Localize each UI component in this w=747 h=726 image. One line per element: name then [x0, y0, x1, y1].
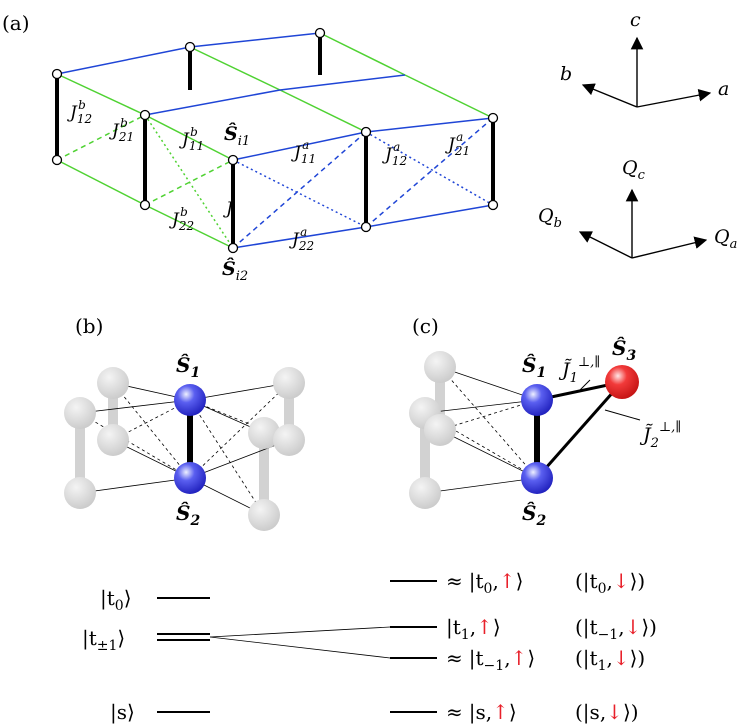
spin-label-b-S2: Ŝ2 [176, 500, 200, 529]
level-label-r2: |t1,↑⟩ [446, 615, 501, 643]
axis-label-a: a [718, 78, 729, 100]
energy-level-diagram [157, 580, 437, 713]
level-label-r1: ≈|t0,↑⟩ [446, 569, 523, 597]
level-label-r3: ≈|t−1,↑⟩ [446, 646, 535, 674]
level-label-t0: |t0⟩ [100, 586, 132, 614]
level-label-r1-alt: (|t0,↓⟩) [575, 569, 645, 597]
axis-label-Qa: Qa [714, 226, 737, 252]
dimer-cluster-c [409, 351, 641, 509]
spin-label-Si2: Ŝi2 [222, 257, 248, 284]
level-label-r2-alt: (|t−1,↓⟩) [575, 615, 657, 643]
coupling-label-J1-tilde: J̃1⊥,∥ [558, 355, 600, 386]
spin-label-c-S1: Ŝ1 [522, 352, 546, 381]
panel-label-c: (c) [412, 314, 439, 338]
axis-label-c: c [630, 9, 641, 31]
level-label-r4: ≈|s,↑⟩ [446, 700, 517, 725]
coupling-label-J: J [223, 199, 234, 219]
spin-label-c-S3: Ŝ3 [612, 335, 636, 364]
level-label-r3-alt: (|t1,↓⟩) [575, 646, 645, 674]
panel-label-b: (b) [75, 314, 103, 338]
spin-label-Si1: Ŝi1 [224, 122, 250, 149]
lattice-diagram [51, 27, 499, 254]
coupling-label-J2-tilde: J̃2⊥,∥ [639, 420, 681, 451]
axis-label-Qc: Qc [622, 157, 646, 183]
coupling-label-Ja12: J12a [382, 140, 407, 168]
coupling-label-Jb22: J22b [169, 205, 194, 233]
coupling-label-Ja22: J22a [289, 225, 314, 253]
reciprocal-axes [578, 188, 708, 259]
level-label-s: |s⟩ [110, 700, 135, 725]
spin-label-c-S2: Ŝ2 [522, 500, 546, 529]
crystal-axes [581, 36, 712, 108]
level-label-r4-alt: (|s,↓⟩) [575, 700, 639, 725]
level-label-tpm1: |t±1⟩ [82, 626, 125, 654]
axis-label-b: b [560, 63, 572, 85]
coupling-label-Ja21: J21a [445, 130, 470, 158]
panel-label-a: (a) [2, 11, 30, 35]
coupling-label-Jb12: J12b [67, 98, 92, 126]
coupling-label-Jb21: J21b [109, 116, 134, 144]
spin-label-b-S1: Ŝ1 [176, 352, 200, 381]
dimer-cluster-b [64, 367, 305, 531]
axis-label-Qb: Qb [538, 205, 562, 231]
coupling-label-Jb11: J11b [179, 125, 204, 153]
coupling-label-Ja11: J11a [291, 138, 316, 166]
